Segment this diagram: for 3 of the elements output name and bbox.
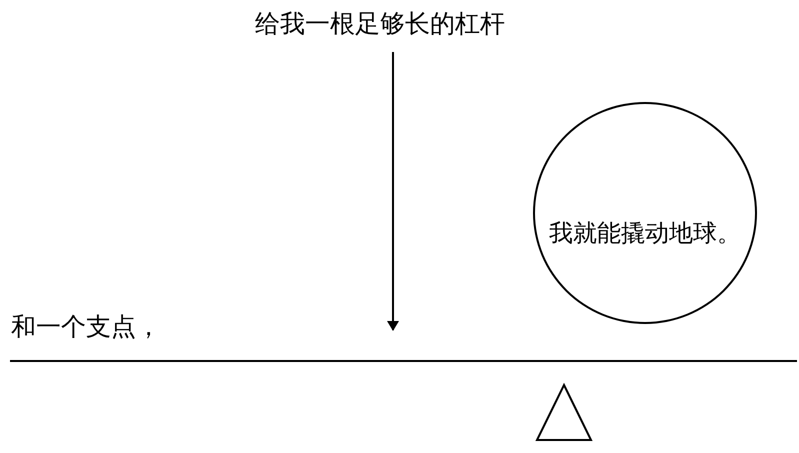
side-text: 和一个支点， xyxy=(11,313,161,343)
circle-text: 我就能撬动地球。 xyxy=(548,220,742,249)
heading-text: 给我一根足够长的杠杆 xyxy=(255,10,505,40)
